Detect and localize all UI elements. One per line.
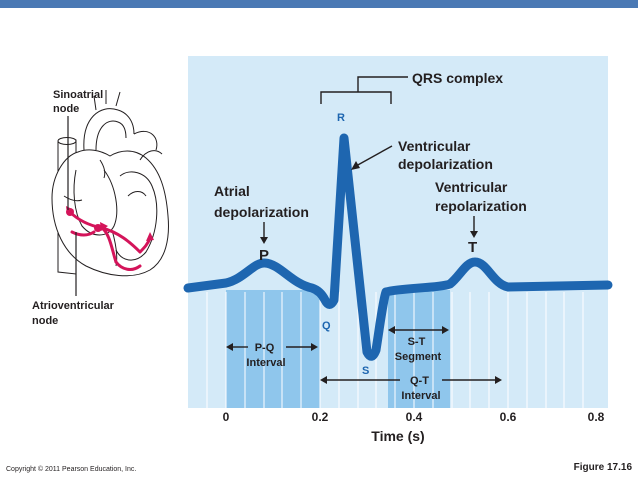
time-axis-title: Time (s) [371, 428, 424, 444]
heart-illustration [51, 90, 169, 277]
sinoatrial-node-label: Sinoatrial node [53, 89, 106, 115]
pq-interval-band [226, 290, 320, 408]
tick-label: 0.2 [312, 410, 329, 424]
qt-interval-arrow [320, 376, 502, 384]
tick-label: 0.6 [500, 410, 517, 424]
ventricular-depolarization-pointer [355, 145, 393, 167]
ventricular-depolarization-arrowhead [351, 161, 360, 170]
atrial-depolarization-label: Atrial depolarization [214, 183, 309, 220]
t-wave-label: T [468, 239, 477, 256]
atrial-depolarization-arrowhead [260, 237, 268, 244]
atrioventricular-node-label: Atrioventricular node [32, 300, 117, 327]
figure-number: Figure 17.16 [573, 462, 632, 473]
ventricular-repolarization-arrowhead [470, 231, 478, 238]
st-segment-label: S-T Segment [395, 336, 442, 363]
tick-label: 0 [223, 410, 230, 424]
ventricular-depolarization-label: Ventricular depolarization [398, 138, 493, 172]
top-accent-bar [0, 0, 638, 8]
ecg-waveform [183, 133, 613, 361]
qrs-bracket [320, 76, 408, 104]
pq-interval-label: P-Q Interval [246, 342, 285, 369]
st-segment-arrow [388, 326, 449, 334]
st-segment-band [388, 290, 450, 408]
s-wave-label: S [362, 365, 369, 377]
tick-label: 0.4 [406, 410, 423, 424]
tick-label: 0.8 [588, 410, 605, 424]
time-axis: 0 0.2 0.4 0.6 0.8 Time (s) [223, 410, 605, 444]
atrioventricular-node-marker [94, 224, 102, 232]
q-wave-label: Q [322, 320, 331, 332]
sinoatrial-node-marker [66, 208, 74, 216]
copyright-notice: Copyright © 2011 Pearson Education, Inc. [6, 466, 137, 473]
r-wave-label: R [337, 112, 345, 124]
qrs-complex-label: QRS complex [412, 70, 503, 86]
ventricular-repolarization-label: Ventricular repolarization [435, 179, 527, 214]
time-gridlines [206, 292, 584, 408]
p-wave-label: P [259, 247, 269, 264]
pq-interval-arrow [226, 343, 318, 351]
qt-interval-label: Q-T Interval [401, 375, 440, 402]
